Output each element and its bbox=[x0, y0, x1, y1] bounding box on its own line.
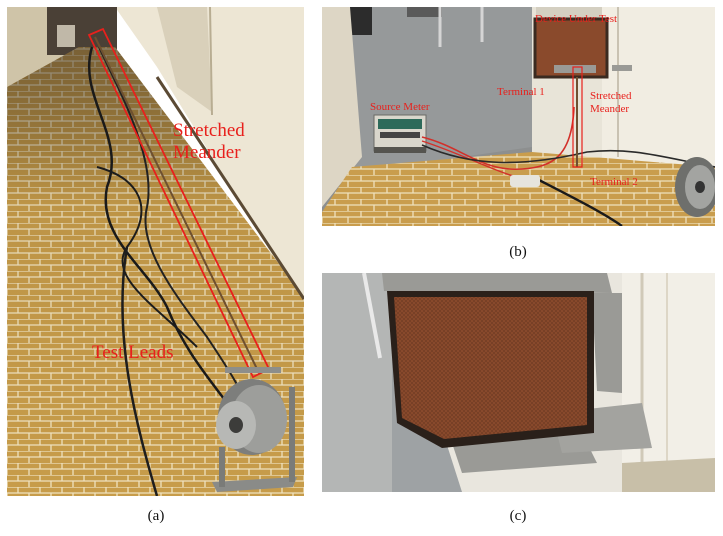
red-test-lead bbox=[421, 106, 575, 170]
caption-b: (b) bbox=[509, 244, 527, 260]
left-pillar bbox=[322, 7, 362, 207]
closeup-photo bbox=[322, 273, 715, 492]
label-source-meter: Source Meter bbox=[370, 101, 430, 113]
right-wall bbox=[602, 7, 715, 177]
stretched-meander-strip bbox=[94, 36, 260, 374]
source-meter bbox=[373, 114, 427, 153]
label-stretched-b-line1: Stretched bbox=[590, 90, 632, 102]
photo-panel-b bbox=[322, 7, 715, 226]
label-stretched-meander-b: Stretched Meander bbox=[590, 90, 632, 115]
label-terminal-1: Terminal 1 bbox=[497, 86, 545, 98]
label-meander-line2: Meander bbox=[173, 141, 241, 163]
cable-reel bbox=[212, 367, 297, 492]
label-stretched-meander: Stretched Meander bbox=[173, 120, 245, 164]
label-device-under-test: Device Under Test bbox=[535, 13, 618, 25]
back-floor bbox=[322, 273, 392, 492]
plug-connector bbox=[510, 175, 540, 187]
caption-c: (c) bbox=[509, 508, 527, 524]
photo-panel-c bbox=[322, 273, 715, 492]
test-lead-cable bbox=[87, 46, 239, 418]
copper-mesh-device bbox=[394, 297, 587, 439]
label-test-leads: Test Leads bbox=[92, 342, 174, 363]
photo-panel-a bbox=[7, 7, 304, 496]
right-wall bbox=[115, 7, 304, 307]
setup-photo bbox=[322, 7, 715, 226]
black-cable bbox=[536, 177, 623, 226]
caption-a: (a) bbox=[147, 508, 165, 524]
label-meander-b-line2: Meander bbox=[590, 102, 630, 115]
tape-top bbox=[382, 273, 612, 293]
tape-right bbox=[592, 293, 622, 393]
cable-reel bbox=[675, 157, 715, 217]
meander-highlight-box bbox=[572, 66, 583, 168]
label-terminal-2: Terminal 2 bbox=[590, 176, 638, 188]
door-frame bbox=[157, 7, 212, 112]
corridor-photo bbox=[7, 7, 304, 496]
label-stretched-line1: Stretched bbox=[173, 120, 245, 141]
tiled-floor bbox=[322, 152, 715, 226]
